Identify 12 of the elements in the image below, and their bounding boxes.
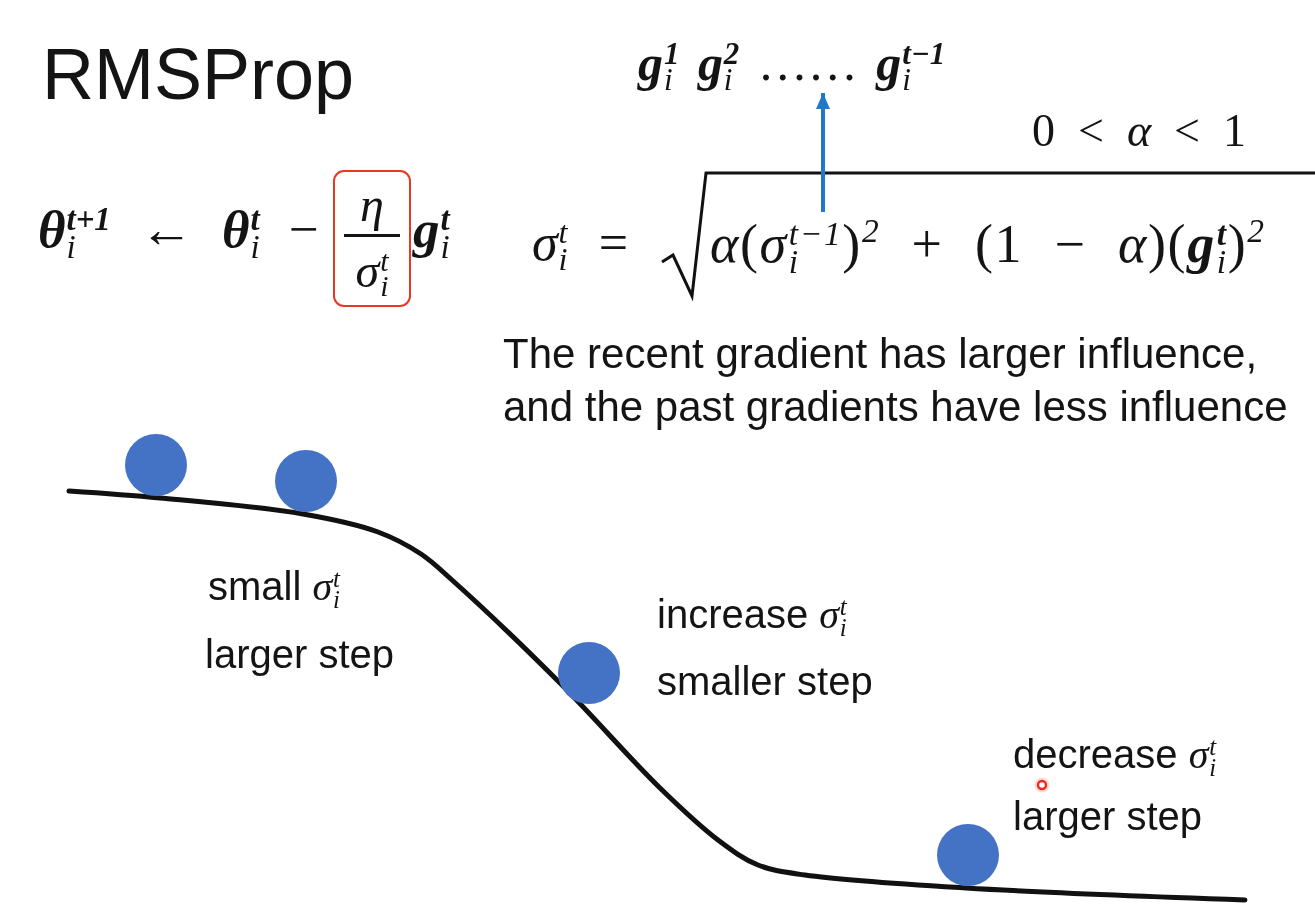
arrow [816,93,830,212]
fraction-numerator: η [360,180,384,229]
annotation-text: larger step [205,631,394,678]
constraint-formula: 0 < α < 1 [1032,104,1247,158]
update-formula: θ$_{i}$$^{t+1}$ ← θ$_{i}$$^{t}$ − [38,199,319,262]
highlight-box [333,170,411,307]
annotation-text: smaller step [657,658,873,705]
radicand-expression: α(σ$_{i}$$^{t−1}$)$^{2}$ + (1 − α)(g$_{i}$$^{t}$)$^{2}$ [710,212,1266,277]
slide-title: RMSProp [42,33,355,116]
note-text: The recent gradient has larger influence, and the past gradients have less influence [503,329,1289,432]
annotation-text: larger step [1013,793,1202,840]
formula-lhs: σ$_{i}$$^{t}$ = [532,213,629,275]
